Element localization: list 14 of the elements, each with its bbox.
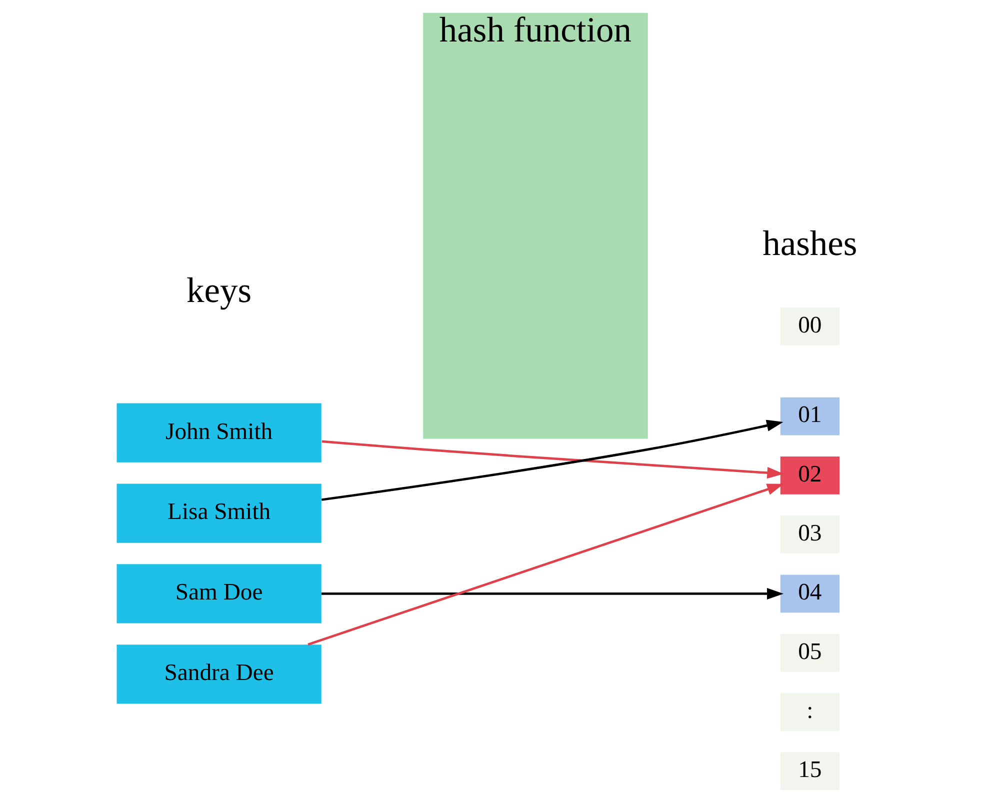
- node-box: 01: [780, 397, 840, 436]
- node-box: Sandra Dee: [116, 644, 322, 704]
- label: keys: [186, 270, 252, 310]
- node-box: 02: [780, 456, 840, 494]
- node-box: 04: [780, 574, 840, 613]
- arrow: [321, 420, 784, 501]
- node-box: John Smith: [116, 403, 322, 462]
- arrow: [321, 588, 784, 600]
- arrow: [308, 484, 784, 646]
- label: hashes: [762, 222, 858, 263]
- node-box: Sam Doe: [116, 564, 322, 624]
- node-box: hash function: [423, 12, 648, 439]
- arrow: [322, 440, 784, 479]
- node-box: Lisa Smith: [116, 484, 322, 543]
